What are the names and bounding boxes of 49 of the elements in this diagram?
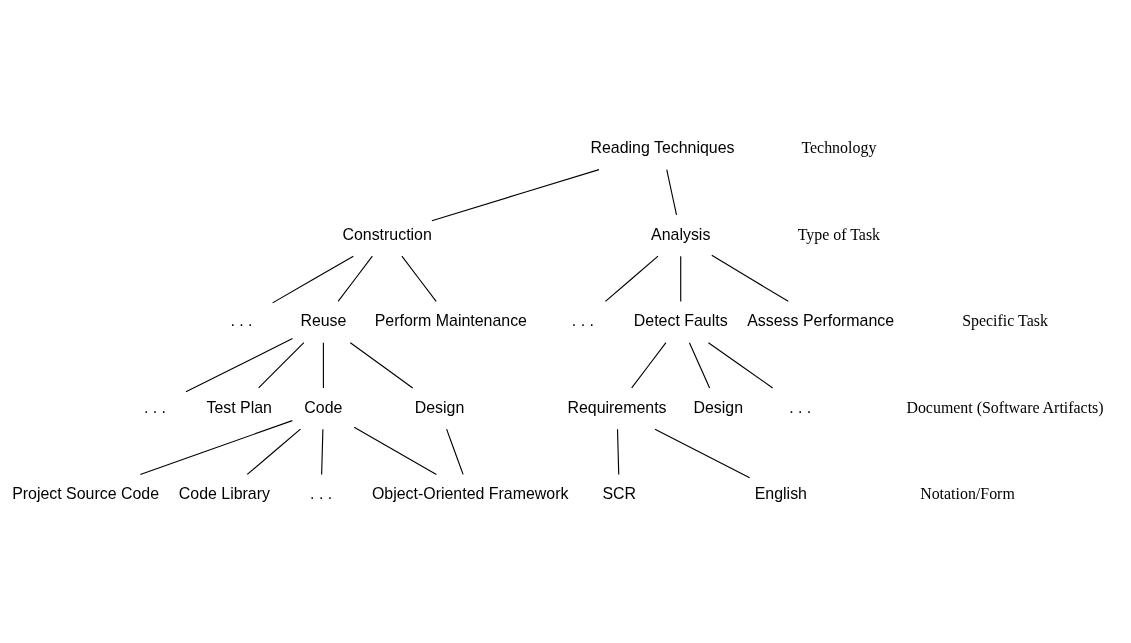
- connector: [631, 341, 667, 388]
- connector: [707, 341, 774, 388]
- node-text: Test Plan: [206, 398, 272, 416]
- label: Type of Task: [797, 225, 881, 243]
- connector: [401, 255, 437, 302]
- node-text: Construction: [342, 225, 432, 243]
- label: Specific Task: [962, 311, 1048, 329]
- connector: [258, 341, 305, 388]
- node-text: SCR: [602, 484, 637, 502]
- connector: [654, 428, 751, 478]
- node-text: . . .: [310, 484, 333, 502]
- node-text: Reuse: [300, 311, 347, 329]
- node-text: Reading Techniques: [590, 138, 735, 156]
- node-text: . . .: [789, 398, 812, 416]
- node-text: . . .: [571, 311, 594, 329]
- connector: [321, 428, 324, 475]
- connector: [446, 428, 464, 475]
- node-text: Object-Oriented Framework: [371, 484, 569, 502]
- connector: [431, 168, 600, 221]
- node-text: Detect Faults: [633, 311, 728, 329]
- label: Technology: [801, 138, 877, 156]
- connector: [353, 426, 437, 475]
- connector: [185, 337, 294, 392]
- connector: [349, 341, 414, 388]
- connector: [337, 255, 373, 302]
- node-text: Design: [414, 398, 465, 416]
- node-text: Assess Performance: [747, 311, 895, 329]
- connector: [711, 254, 789, 302]
- connector: [139, 419, 293, 475]
- node-text: Project Source Code: [12, 484, 160, 502]
- connector: [322, 341, 324, 388]
- label: Notation/Form: [920, 484, 1015, 502]
- connector: [616, 428, 620, 475]
- connector: [246, 428, 301, 475]
- node-text: English: [754, 484, 807, 502]
- node-text: . . .: [143, 398, 167, 416]
- node-text: Analysis: [651, 225, 711, 243]
- connector: [688, 341, 711, 388]
- connector: [680, 255, 682, 302]
- node-text: . . .: [230, 311, 253, 329]
- node-text: Code: [304, 398, 343, 416]
- label: Document (Software Artifacts): [906, 398, 1104, 416]
- connector: [666, 168, 678, 215]
- connector: [604, 255, 659, 302]
- node-text: Requirements: [567, 398, 667, 416]
- node-text: Design: [693, 398, 744, 416]
- node-text: Code Library: [178, 484, 270, 502]
- connector: [272, 255, 354, 303]
- node-text: Perform Maintenance: [374, 311, 527, 329]
